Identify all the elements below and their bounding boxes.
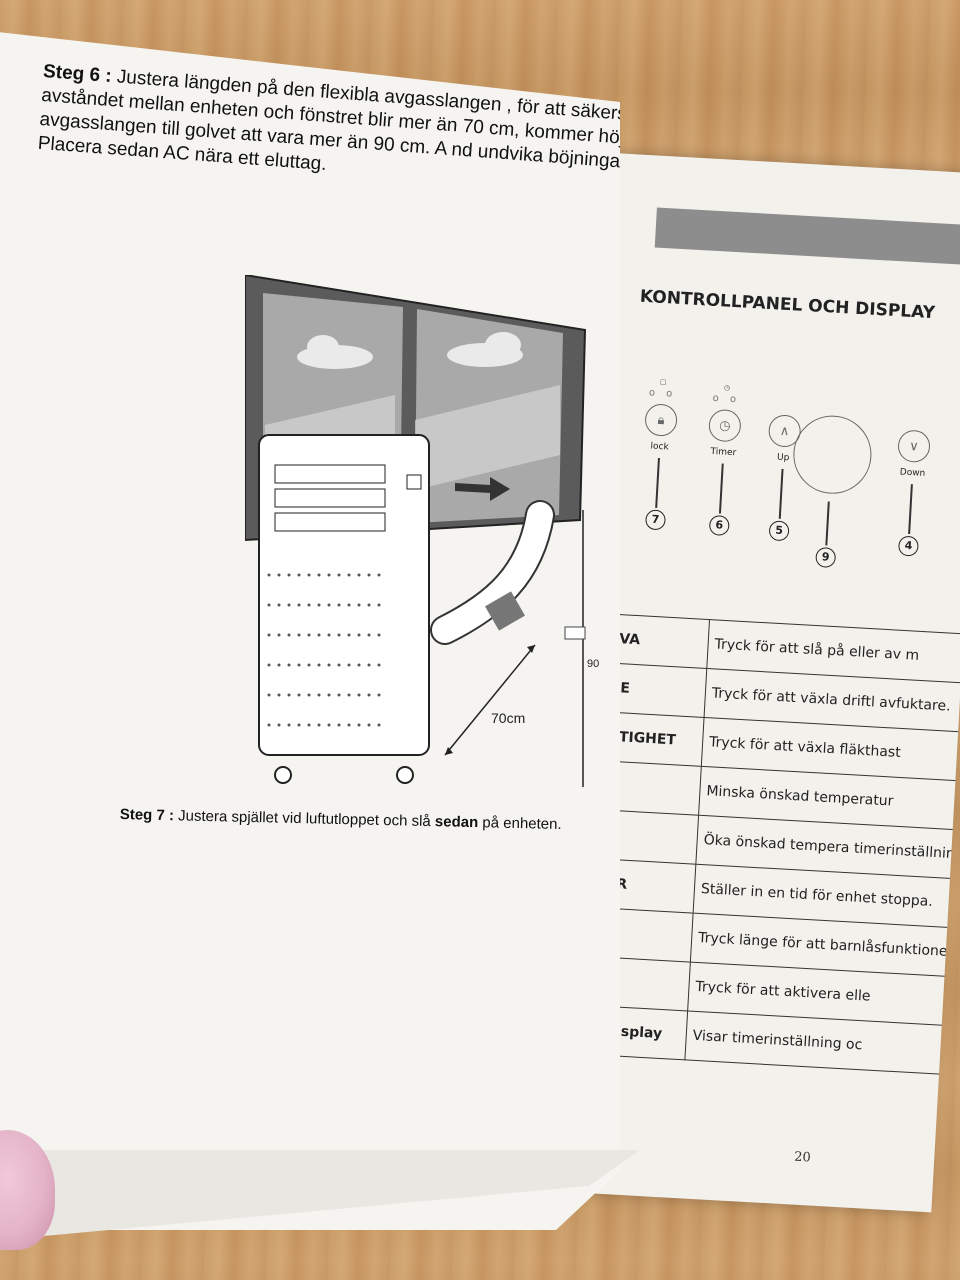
down-control: ∨ Down 4 [878,403,947,560]
control-label: Timer [710,446,737,459]
step-7-text: Steg 7 : Justera spjället vid luftutlopp… [120,806,562,833]
lock-control: ▢o o 🔒︎ lock 7 [625,376,694,533]
callout-number: 7 [644,509,667,531]
callout-number: 5 [768,520,790,542]
page-title: KONTROLLPANEL OCH DISPLAY [639,286,936,324]
dimension-70cm: 70cm [491,710,525,726]
callout-number: 4 [897,535,919,557]
timer-icon: ◷ [708,408,742,443]
callout-number: 9 [815,546,837,569]
step-7-tail: på enheten. [478,814,562,834]
down-icon: ∨ [897,429,931,464]
display-callout: 9 [795,494,859,571]
control-label: lock [650,441,669,453]
step-7-body: Justera spjället vid luftutloppet och sl… [173,807,436,831]
callout-number: 6 [708,514,730,537]
lock-icon: 🔒︎ [644,403,678,437]
control-panel-diagram: zzo ☾ Sleep 8 ▢o o 🔒︎ lock 7 ◷o o ◷ Time… [576,372,960,594]
page-number: 20 [793,1149,812,1166]
control-label: Down [899,467,926,479]
dimension-90: 90 [587,658,599,670]
step-7-label: Steg 7 : [119,806,175,825]
timer-control: ◷o o ◷ Timer 6 [689,382,758,539]
ac-installation-illustration: 70cm 90 [245,275,599,787]
step-7-bold: sedan [434,813,479,832]
header-bar [654,207,960,267]
left-page: Steg 6 : Justera längden på den flexibla… [0,30,620,1230]
step-6-label: Steg 6 : [42,60,113,87]
